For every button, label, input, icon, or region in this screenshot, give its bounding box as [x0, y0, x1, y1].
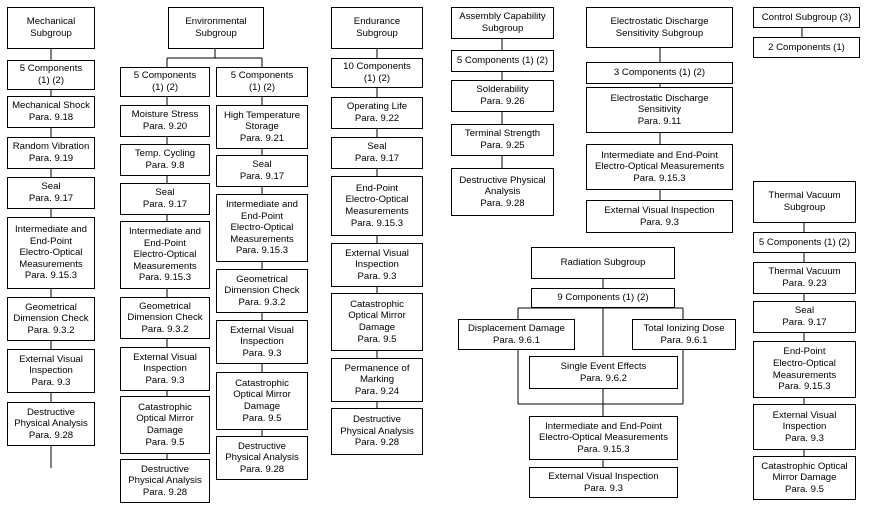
esd-components: 3 Components (1) (2) — [586, 62, 733, 84]
endurance-components: 10 Components (1) (2) — [331, 58, 423, 88]
endurance-subgroup-header: Endurance Subgroup — [331, 7, 423, 49]
environmental-right-test-external-visual-inspection: External Visual Inspection Para. 9.3 — [216, 320, 308, 364]
assembly-test-destructive-physical-analysis: Destructive Physical Analysis Para. 9.28 — [451, 168, 554, 216]
endurance-test-external-visual-inspection: External Visual Inspection Para. 9.3 — [331, 243, 423, 287]
esd-subgroup-header: Electrostatic Discharge Sensitivity Subg… — [586, 7, 733, 48]
thermal-test-electro-optical-measurements: End-Point Electro-Optical Measurements P… — [753, 341, 856, 398]
assembly-components: 5 Components (1) (2) — [451, 50, 554, 72]
environmental-right-test-destructive-physical-analysis: Destructive Physical Analysis Para. 9.28 — [216, 436, 308, 480]
environmental-right-test-electro-optical-measurements: Intermediate and End-Point Electro-Optic… — [216, 194, 308, 262]
esd-test-electrostatic-discharge-sensitivity: Electrostatic Discharge Sensitivity Para… — [586, 87, 733, 133]
thermal-test-thermal-vacuum: Thermal Vacuum Para. 9.23 — [753, 262, 856, 294]
radiation-test-external-visual-inspection: External Visual Inspection Para. 9.3 — [529, 467, 678, 498]
environmental-subgroup-header: Environmental Subgroup — [168, 7, 264, 49]
endurance-test-permanence-of-marking: Permanence of Marking Para. 9.24 — [331, 358, 423, 402]
environmental-right-test-seal: Seal Para. 9.17 — [216, 155, 308, 187]
environmental-right-test-catastrophic-optical-mirror-damage: Catastrophic Optical Mirror Damage Para.… — [216, 372, 308, 430]
thermal-components: 5 Components (1) (2) — [753, 232, 856, 253]
radiation-components: 9 Components (1) (2) — [531, 288, 675, 308]
environmental-left-test-destructive-physical-analysis: Destructive Physical Analysis Para. 9.28 — [120, 459, 210, 503]
mechanical-test-mechanical-shock: Mechanical Shock Para. 9.18 — [7, 96, 95, 128]
thermal-vacuum-subgroup-header: Thermal Vacuum Subgroup — [753, 181, 856, 223]
environmental-left-components: 5 Components (1) (2) — [120, 67, 210, 97]
mechanical-test-random-vibration: Random Vibration Para. 9.19 — [7, 137, 95, 169]
environmental-left-test-external-visual-inspection: External Visual Inspection Para. 9.3 — [120, 347, 210, 391]
assembly-test-terminal-strength: Terminal Strength Para. 9.25 — [451, 124, 554, 156]
radiation-test-displacement-damage: Displacement Damage Para. 9.6.1 — [458, 319, 575, 350]
environmental-left-test-electro-optical-measurements: Intermediate and End-Point Electro-Optic… — [120, 221, 210, 289]
control-components: 2 Components (1) — [753, 37, 860, 58]
environmental-right-test-geometrical-dimension-check: Geometrical Dimension Check Para. 9.3.2 — [216, 269, 308, 313]
radiation-test-single-event-effects: Single Event Effects Para. 9.6.2 — [529, 356, 678, 389]
endurance-test-electro-optical-measurements: End-Point Electro-Optical Measurements P… — [331, 176, 423, 236]
mechanical-test-geometrical-dimension-check: Geometrical Dimension Check Para. 9.3.2 — [7, 297, 95, 341]
assembly-test-solderability: Solderability Para. 9.26 — [451, 80, 554, 112]
mechanical-test-destructive-physical-analysis: Destructive Physical Analysis Para. 9.28 — [7, 402, 95, 446]
environmental-left-test-geometrical-dimension-check: Geometrical Dimension Check Para. 9.3.2 — [120, 297, 210, 339]
thermal-test-catastrophic-optical-mirror-damage: Catastrophic Optical Mirror Damage Para.… — [753, 456, 856, 500]
mechanical-subgroup-header: Mechanical Subgroup — [7, 7, 95, 49]
thermal-test-seal: Seal Para. 9.17 — [753, 301, 856, 333]
environmental-right-components: 5 Components (1) (2) — [216, 67, 308, 97]
environmental-left-test-temp-cycling: Temp. Cycling Para. 9.8 — [120, 144, 210, 176]
environmental-right-test-high-temperature-storage: High Temperature Storage Para. 9.21 — [216, 105, 308, 149]
thermal-test-external-visual-inspection: External Visual Inspection Para. 9.3 — [753, 404, 856, 450]
environmental-left-test-catastrophic-optical-mirror-damage: Catastrophic Optical Mirror Damage Para.… — [120, 396, 210, 454]
esd-test-external-visual-inspection: External Visual Inspection Para. 9.3 — [586, 200, 733, 233]
esd-test-electro-optical-measurements: Intermediate and End-Point Electro-Optic… — [586, 144, 733, 190]
endurance-test-catastrophic-optical-mirror-damage: Catastrophic Optical Mirror Damage Para.… — [331, 293, 423, 351]
mechanical-test-electro-optical-measurements: Intermediate and End-Point Electro-Optic… — [7, 217, 95, 289]
mechanical-components: 5 Components (1) (2) — [7, 60, 95, 90]
mechanical-test-external-visual-inspection: External Visual Inspection Para. 9.3 — [7, 349, 95, 393]
endurance-test-operating-life: Operating Life Para. 9.22 — [331, 97, 423, 129]
endurance-test-destructive-physical-analysis: Destructive Physical Analysis Para. 9.28 — [331, 408, 423, 455]
assembly-capability-subgroup-header: Assembly Capability Subgroup — [451, 7, 554, 39]
environmental-left-test-moisture-stress: Moisture Stress Para. 9.20 — [120, 105, 210, 137]
mechanical-test-seal: Seal Para. 9.17 — [7, 177, 95, 209]
radiation-subgroup-header: Radiation Subgroup — [531, 247, 675, 279]
endurance-test-seal: Seal Para. 9.17 — [331, 137, 423, 169]
control-subgroup-header: Control Subgroup (3) — [753, 7, 860, 28]
radiation-test-total-ionizing-dose: Total Ionizing Dose Para. 9.6.1 — [632, 319, 736, 350]
radiation-test-electro-optical-measurements: Intermediate and End-Point Electro-Optic… — [529, 416, 678, 460]
environmental-left-test-seal: Seal Para. 9.17 — [120, 183, 210, 215]
